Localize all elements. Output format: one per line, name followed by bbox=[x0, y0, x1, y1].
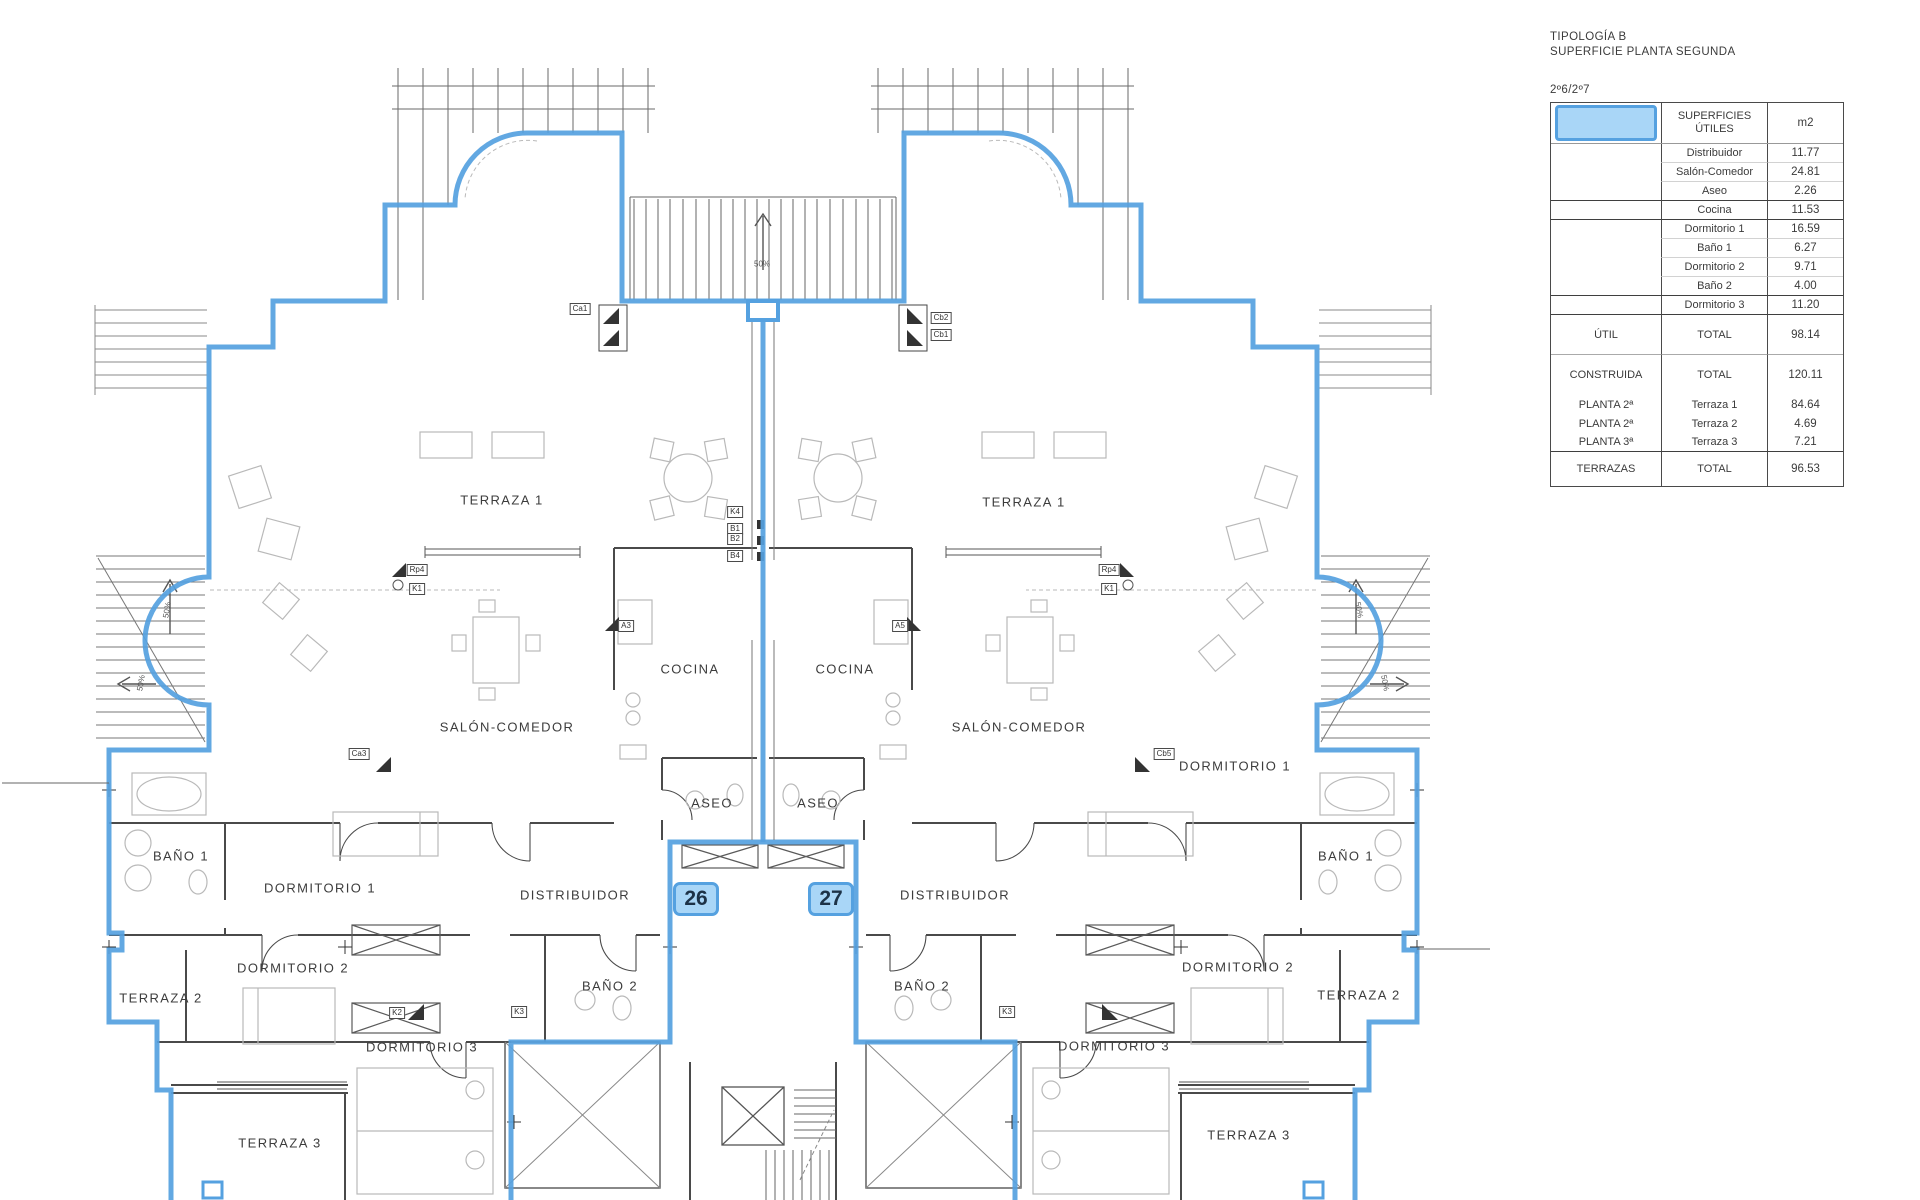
table-row: Salón-Comedor 24.81 bbox=[1551, 163, 1843, 182]
slope-label: 50% bbox=[1379, 674, 1391, 692]
typology-title: TIPOLOGÍA B bbox=[1550, 31, 1627, 43]
detail-tag: Cb2 bbox=[930, 312, 952, 324]
room-label: DISTRIBUIDOR bbox=[900, 887, 1010, 903]
room-label: DORMITORIO 2 bbox=[1182, 959, 1294, 975]
slope-label: 50% bbox=[753, 259, 771, 269]
header-unit: m2 bbox=[1797, 117, 1814, 129]
slope-label: 50% bbox=[1353, 601, 1365, 619]
built-total-row: CONSTRUIDA TOTAL 120.11 bbox=[1551, 355, 1843, 395]
detail-tag: K3 bbox=[511, 1006, 527, 1018]
detail-tag: B4 bbox=[727, 550, 743, 562]
room-label: DORMITORIO 2 bbox=[237, 960, 349, 976]
detail-tag: Rp4 bbox=[1098, 564, 1120, 576]
table-row: Dormitorio 2 9.71 bbox=[1551, 258, 1843, 277]
areas-table: SUPERFICIES ÚTILES m2 Distribuidor 11.77… bbox=[1550, 102, 1844, 487]
detail-tag: A3 bbox=[618, 620, 634, 632]
slope-label: 50% bbox=[161, 601, 173, 619]
floor-subtitle: SUPERFICIE PLANTA SEGUNDA bbox=[1550, 46, 1736, 58]
room-label: ASEO bbox=[797, 795, 839, 811]
detail-tag: K2 bbox=[389, 1007, 405, 1019]
detail-tag: Ca3 bbox=[348, 748, 370, 760]
terrace-row: PLANTA 3ª Terraza 3 7.21 bbox=[1551, 433, 1843, 452]
room-label: DORMITORIO 1 bbox=[264, 880, 376, 896]
detail-tag: K4 bbox=[727, 506, 743, 518]
surface-panel: TIPOLOGÍA B SUPERFICIE PLANTA SEGUNDA 2º… bbox=[1550, 30, 1850, 487]
room-label: BAÑO 1 bbox=[152, 848, 210, 864]
table-header-row: SUPERFICIES ÚTILES m2 bbox=[1551, 103, 1843, 144]
terrace-row: PLANTA 2ª Terraza 2 4.69 bbox=[1551, 414, 1843, 433]
unit-highlight-swatch bbox=[1555, 105, 1657, 141]
table-row: Aseo 2.26 bbox=[1551, 182, 1843, 201]
room-label: DORMITORIO 1 bbox=[1179, 758, 1291, 774]
room-label: BAÑO 2 bbox=[893, 978, 951, 994]
detail-tag: K1 bbox=[409, 583, 425, 595]
table-row: Baño 1 6.27 bbox=[1551, 239, 1843, 258]
room-label: SALÓN-COMEDOR bbox=[951, 719, 1087, 735]
room-label: SALÓN-COMEDOR bbox=[439, 719, 575, 735]
detail-tag: K1 bbox=[1101, 583, 1117, 595]
room-label: TERRAZA 2 bbox=[1317, 987, 1401, 1003]
terraces-total-row: TERRAZAS TOTAL 96.53 bbox=[1551, 452, 1843, 486]
table-row: Baño 2 4.00 bbox=[1551, 277, 1843, 296]
room-label: COCINA bbox=[660, 661, 720, 677]
util-total-row: ÚTIL TOTAL 98.14 bbox=[1551, 315, 1843, 355]
unit-numbers-ref: 2º6/2º7 bbox=[1550, 84, 1590, 96]
legend-cell bbox=[1551, 103, 1662, 143]
unit-badge: 26 bbox=[673, 882, 719, 916]
detail-tag: Rp4 bbox=[406, 564, 428, 576]
detail-tag: A5 bbox=[892, 620, 908, 632]
unit-badge: 27 bbox=[808, 882, 854, 916]
table-row: Distribuidor 11.77 bbox=[1551, 144, 1843, 163]
room-label: TERRAZA 1 bbox=[982, 494, 1066, 510]
room-label: BAÑO 2 bbox=[581, 978, 639, 994]
slope-label: 50% bbox=[135, 674, 147, 692]
terrace-row: PLANTA 2ª Terraza 1 84.64 bbox=[1551, 395, 1843, 414]
room-label: BAÑO 1 bbox=[1317, 848, 1375, 864]
room-label: DORMITORIO 3 bbox=[366, 1039, 478, 1055]
detail-tag: Ca1 bbox=[569, 303, 591, 315]
room-label: TERRAZA 3 bbox=[238, 1135, 322, 1151]
room-label: TERRAZA 3 bbox=[1207, 1127, 1291, 1143]
room-label: DORMITORIO 3 bbox=[1058, 1038, 1170, 1054]
room-label: DISTRIBUIDOR bbox=[520, 887, 630, 903]
detail-tag: Cb5 bbox=[1153, 748, 1175, 760]
room-label: TERRAZA 2 bbox=[119, 990, 203, 1006]
room-label: TERRAZA 1 bbox=[460, 492, 544, 508]
room-label: COCINA bbox=[815, 661, 875, 677]
header-label: SUPERFICIES ÚTILES bbox=[1662, 103, 1768, 143]
table-row: Cocina 11.53 bbox=[1551, 201, 1843, 220]
detail-tag: B2 bbox=[727, 533, 743, 545]
detail-tag: K3 bbox=[999, 1006, 1015, 1018]
table-row: Dormitorio 1 16.59 bbox=[1551, 220, 1843, 239]
table-row: Dormitorio 3 11.20 bbox=[1551, 296, 1843, 315]
detail-tag: Cb1 bbox=[930, 329, 952, 341]
room-label: ASEO bbox=[691, 795, 733, 811]
